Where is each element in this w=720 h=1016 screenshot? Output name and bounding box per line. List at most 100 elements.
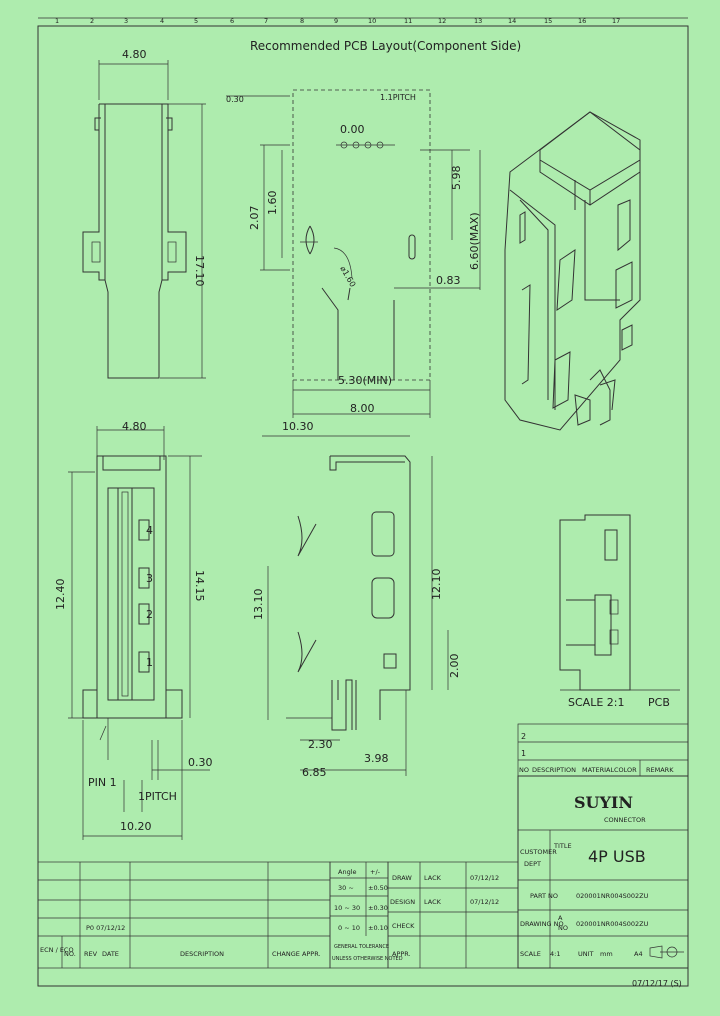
tol-note1: GENERAL TOLERANCE [334,944,389,950]
date-label: DATE [102,950,119,958]
projection-symbol-icon [649,945,684,959]
pin-label: 4 [146,524,153,537]
draw-label: DRAW [392,874,412,882]
dim-1310: 13.10 [252,589,265,621]
draw-date: 07/12/12 [470,874,499,882]
border-number: 9 [334,17,338,25]
dim-598: 5.98 [450,166,463,191]
check-label: CHECK [392,922,415,930]
pin-label: 1 [146,656,153,669]
tol-pm: +/- [370,868,381,876]
dim-160: 1.60 [266,191,279,216]
border-number: 10 [368,17,376,25]
appr-label: APPR. [392,950,411,958]
pcb-label: PCB [648,696,670,709]
no-label: NO. [64,950,76,958]
dim-200: 2.00 [448,654,461,679]
pitch-b: 1PITCH [138,790,177,803]
rev-h-material: MATERIAL [582,766,615,774]
rev-label: REV [84,950,98,958]
drawing-no-label: DRAWING NO [520,920,564,928]
brand-logo: SUYIN [574,793,633,812]
detail-scale: SCALE 2:1 [568,696,624,709]
footer-date: 07/12/17 (S) [632,979,682,988]
border-number: 16 [578,17,586,25]
scale-value: 4:1 [550,950,560,958]
dim-1210: 12.10 [430,569,443,601]
border-number: 4 [160,17,164,25]
top-view: 4.80 17.10 [82,48,206,379]
change-appr-label: CHANGE APPR. [272,950,321,958]
dim-height-top: 17.10 [193,255,206,287]
border-number: 6 [230,17,234,25]
dim-width-top: 4.80 [122,48,147,61]
design-name: LACK [424,898,442,906]
dim-1240: 12.40 [54,579,67,611]
part-no-label: PART NO [530,892,558,900]
border-number: 13 [474,17,482,25]
drawing-rev2: NO [558,924,568,932]
rev-row1: 1 [521,749,526,758]
desc-label: DESCRIPTION [180,950,224,958]
side-view: 10.30 13.10 12.10 2.00 2.30 6.85 3.98 [252,420,461,779]
design-date: 07/12/12 [470,898,499,906]
dim-phi2: ⌀1.60 [338,265,357,289]
border-number: 11 [404,17,412,25]
rev-h-color: COLOR [614,766,637,774]
dim-800: 8.00 [350,402,375,415]
title-value: 4P USB [588,847,646,866]
title-block: SUYIN CONNECTOR CUSTOMER DEPT TITLE 4P U… [517,775,689,969]
ecn-label: ECN / ECO [40,946,74,954]
dim-1415: 14.15 [193,570,206,602]
size-value: A4 [634,950,643,958]
change-row: P0 07/12/12 [86,924,125,932]
pin1-label: PIN 1 [88,776,117,789]
rev-row2: 2 [521,732,526,741]
part-no-value: 020001NR004S002ZU [576,892,649,900]
scale-label: SCALE [520,950,541,958]
layout-title: Recommended PCB Layout(Component Side) [250,39,521,53]
design-label: DESIGN [390,898,415,906]
dim-685: 6.85 [302,766,327,779]
pcb-layout-view: Recommended PCB Layout(Component Side) 0… [226,39,521,418]
border-number: 15 [544,17,552,25]
dim-398: 3.98 [364,752,389,765]
rev-h-no: NO [519,766,529,774]
approval-block: DRAW LACK 07/12/12 DESIGN LACK 07/12/12 … [387,861,519,969]
tol-range: 10 ~ 30 [334,904,360,912]
tol-range: 0 ~ 10 [338,924,360,932]
tol-value: ±0.30 [368,904,388,912]
dim-600max: 6.60(MAX) [468,212,481,270]
draw-name: LACK [424,874,442,882]
dim-1020: 10.20 [120,820,152,833]
border-number: 8 [300,17,304,25]
rev-h-desc: DESCRIPTION [532,766,576,774]
isometric-view [504,111,641,431]
pin-label: 2 [146,608,153,621]
detail-view: SCALE 2:1 PCB [559,514,680,709]
sheet-border [37,25,689,987]
revision-table: 2 1 NO DESCRIPTION MATERIAL COLOR REMARK [517,723,689,777]
drawing-no-value: 020001NR004S002ZU [576,920,649,928]
unit-label: UNIT [578,950,594,958]
unit-value: mm [600,950,613,958]
border-number: 12 [438,17,446,25]
border-number: 7 [264,17,268,25]
dim-207: 2.07 [248,206,261,231]
border-number: 3 [124,17,128,25]
brand-sub: CONNECTOR [604,816,646,824]
border-number: 1 [55,17,59,25]
dept-label: DEPT [524,860,541,868]
customer-label: CUSTOMER [520,848,557,856]
dim-phi: 0.00 [340,123,365,136]
tol-angle: Angle [338,868,357,876]
tol-value: ±0.10 [368,924,388,932]
front-view: 4.80 4 3 2 1 12.40 14.15 PIN 1 0.30 1PIT… [54,420,213,840]
dim-530min: 5.30(MIN) [338,374,392,387]
dim-030b: 0.30 [188,756,213,769]
tol-value: ±0.50 [368,884,388,892]
border-number: 2 [90,17,94,25]
dim-1030: 10.30 [282,420,314,433]
